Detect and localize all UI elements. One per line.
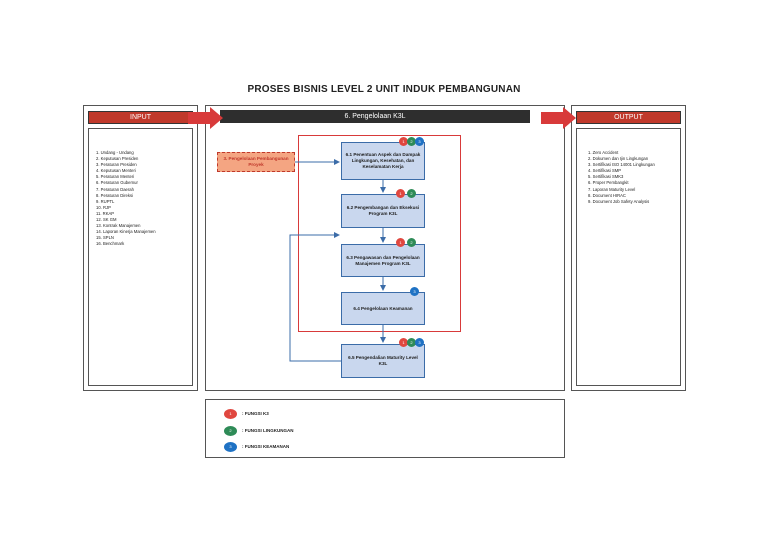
list-item: 13. Kontrak Manajemen (96, 223, 141, 229)
legend-label-k3: : FUNGSI K3 (242, 411, 269, 416)
step-label: 6.1 Penentuan Aspek dan Dampak Lingkunga… (345, 152, 421, 169)
list-item: 9. RUPTL (96, 198, 115, 204)
k3-function-dot: 1 (396, 189, 405, 198)
list-item: 14. Laporan Kinerja Manajemen (96, 229, 156, 235)
legend-panel: 1 : FUNGSI K3 2 : FUNGSI LINGKUNGAN 3 : … (205, 399, 565, 458)
k3-function-dot: 1 (399, 338, 408, 347)
list-item: 7. Laporan Maturity Level (588, 186, 636, 192)
k3-legend-dot: 1 (224, 409, 237, 419)
list-item: 6. Peraturan Gubernur (96, 180, 138, 186)
lingkungan-legend-dot: 2 (224, 426, 237, 436)
list-item: 5. Peraturan Menteri (96, 174, 135, 180)
lingkungan-function-dot: 2 (407, 238, 416, 247)
step-label: 6.3 Pengawasan dan Pengelolaan Manajemen… (346, 254, 420, 266)
step-label: 6.5 Pengendalian Maturity Level K3L (348, 355, 418, 366)
k3-function-dot: 1 (396, 238, 405, 247)
output-panel: OUTPUT 1. Zero Accident 2. Dokumen dan I… (571, 105, 686, 391)
list-item: 6. Proper Pembangkit (588, 180, 629, 186)
list-item: 1. Zero Accident (588, 150, 619, 155)
list-item: 2. Keputusan Presiden (96, 156, 139, 162)
keamanan-legend-dot: 3 (224, 442, 237, 452)
keamanan-function-dot: 3 (415, 137, 424, 146)
k3-function-dot: 1 (399, 137, 408, 146)
list-item: 8. Peraturan Direksi (96, 192, 134, 198)
lingkungan-function-dot: 2 (407, 137, 416, 146)
step-label: 6.2 Pengembangan dan Eksekusi Program K3… (346, 205, 420, 216)
input-list: 1. Undang - Undang 2. Keputusan Presiden… (96, 150, 156, 248)
input-list-box: 1. Undang - Undang 2. Keputusan Presiden… (88, 128, 193, 386)
step-6-4: 6.4 Pengelolaan Keamanan (341, 292, 425, 325)
keamanan-function-dot: 3 (410, 287, 419, 296)
list-item: 7. Peraturan Daerah (96, 186, 134, 192)
lingkungan-function-dot: 2 (407, 189, 416, 198)
list-item: 12. SK GM (96, 217, 117, 223)
page-title: PROSES BISNIS LEVEL 2 UNIT INDUK PEMBANG… (247, 84, 521, 95)
step-label: 6.4 Pengelolaan Keamanan (353, 305, 413, 311)
step-6-1: 6.1 Penentuan Aspek dan Dampak Lingkunga… (341, 142, 425, 180)
external-process-box: 3. Pengelolaan Pembangunan Proyek (217, 152, 295, 172)
list-item: 15. SPLN (96, 235, 114, 241)
output-header: OUTPUT (576, 111, 681, 124)
step-6-5: 6.5 Pengendalian Maturity Level K3L (341, 344, 425, 378)
arrow-process-to-output (541, 107, 576, 129)
input-panel: INPUT 1. Undang - Undang 2. Keputusan Pr… (83, 105, 198, 391)
list-item: 4. Sertifikasi SMP (588, 168, 622, 174)
list-item: 3. Peraturan Presiden (96, 162, 137, 168)
arrow-input-to-process (188, 107, 223, 129)
lingkungan-function-dot: 2 (407, 338, 416, 347)
legend-label-lingkungan: : FUNGSI LINGKUNGAN (242, 428, 294, 433)
list-item: 8. Document HIRAC (588, 192, 626, 198)
step-6-3: 6.3 Pengawasan dan Pengelolaan Manajemen… (341, 244, 425, 277)
list-item: 5. Sertifikasi SMK3 (588, 174, 624, 180)
list-item: 11. RKAP (96, 210, 115, 216)
legend-label-keamanan: : FUNGSI KEAMANAN (242, 444, 290, 449)
keamanan-function-dot: 3 (415, 338, 424, 347)
list-item: 1. Undang - Undang (96, 150, 134, 155)
list-item: 4. Keputusan Menteri (96, 168, 136, 174)
output-list: 1. Zero Accident 2. Dokumen dan Ijin Lin… (588, 150, 655, 205)
list-item: 16. Benchmark (96, 241, 125, 247)
list-item: 3. Sertifikasi ISO 14001 Lingkungan (588, 162, 655, 168)
step-6-2: 6.2 Pengembangan dan Eksekusi Program K3… (341, 194, 425, 228)
list-item: 9. Document Job Safety Analysis (588, 198, 650, 204)
list-item: 10. RJP (96, 204, 111, 210)
process-group-boundary (298, 135, 461, 332)
process-header: 6. Pengelolaan K3L (220, 110, 530, 123)
output-list-box: 1. Zero Accident 2. Dokumen dan Ijin Lin… (576, 128, 681, 386)
list-item: 2. Dokumen dan Ijin Lingkungan (588, 156, 649, 162)
